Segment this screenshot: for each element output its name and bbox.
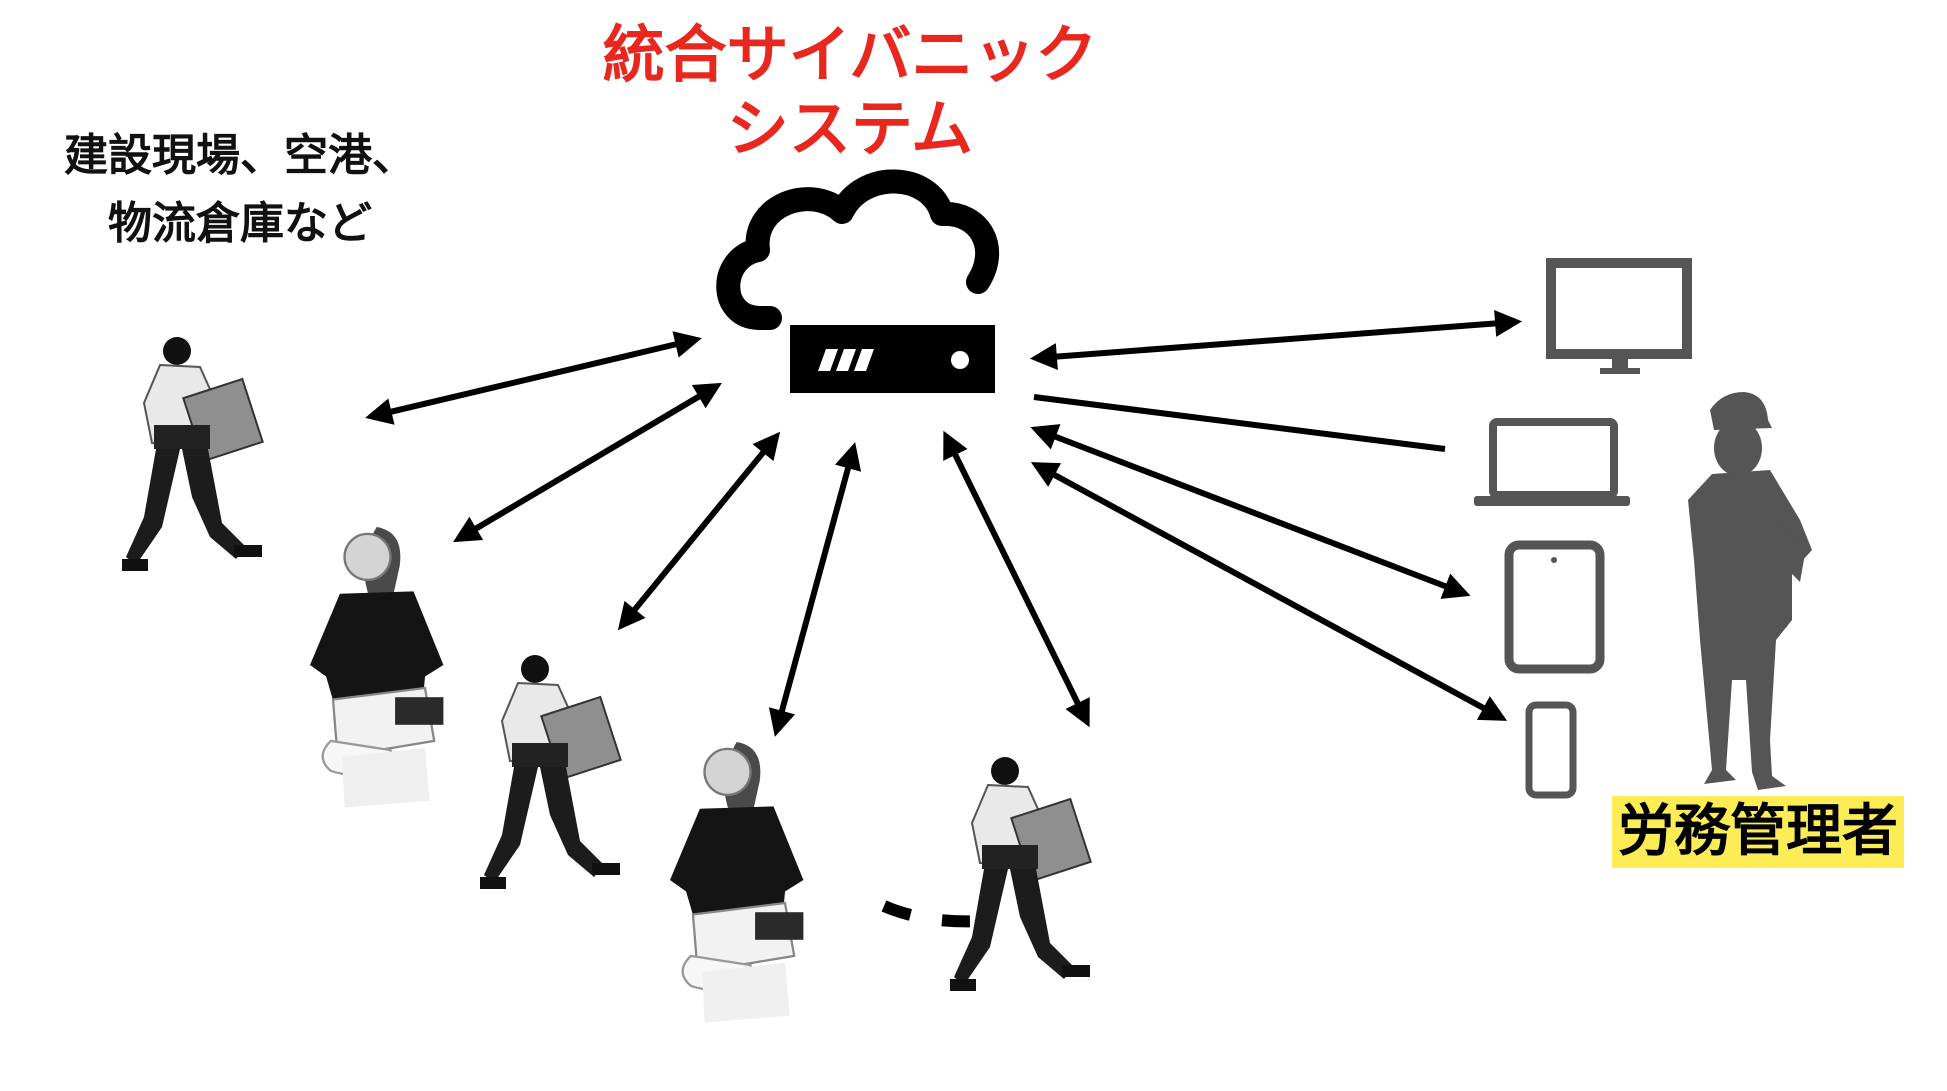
link-arrow: [1030, 462, 1508, 721]
cloud-server-icon: [716, 169, 1000, 393]
link-arrow: [1029, 309, 1523, 371]
link-arrow: [617, 431, 781, 631]
link-line: [1033, 394, 1446, 452]
location-label-line1: 建設現場、空港、: [64, 130, 416, 181]
system-title-line1: 統合サイバニック: [602, 18, 1098, 91]
system-title-line2: システム: [726, 92, 974, 165]
link-arrow: [1030, 424, 1471, 599]
manager-label: 労務管理者: [1612, 796, 1904, 868]
link-arrow: [768, 442, 862, 737]
system-title: 統合サイバニック システム: [560, 18, 1140, 166]
worker-photo: [308, 525, 445, 809]
worker-photo: [121, 336, 264, 572]
location-label: 建設現場、空港、 物流倉庫など: [40, 122, 440, 258]
laptop-icon: [1474, 418, 1630, 506]
link-arrow: [453, 382, 722, 543]
tablet-icon: [1504, 540, 1605, 674]
worker-photo: [668, 740, 805, 1024]
link-arrow: [365, 331, 702, 425]
worker-photo: [479, 654, 622, 890]
smartphone-icon: [1525, 701, 1577, 799]
location-label-line2: 物流倉庫など: [108, 198, 372, 249]
ellipsis-dashed-line: [881, 900, 997, 928]
desktop-monitor-icon: [1546, 258, 1692, 374]
manager-silhouette-icon: [1688, 392, 1812, 790]
worker-photo: [949, 756, 1092, 992]
